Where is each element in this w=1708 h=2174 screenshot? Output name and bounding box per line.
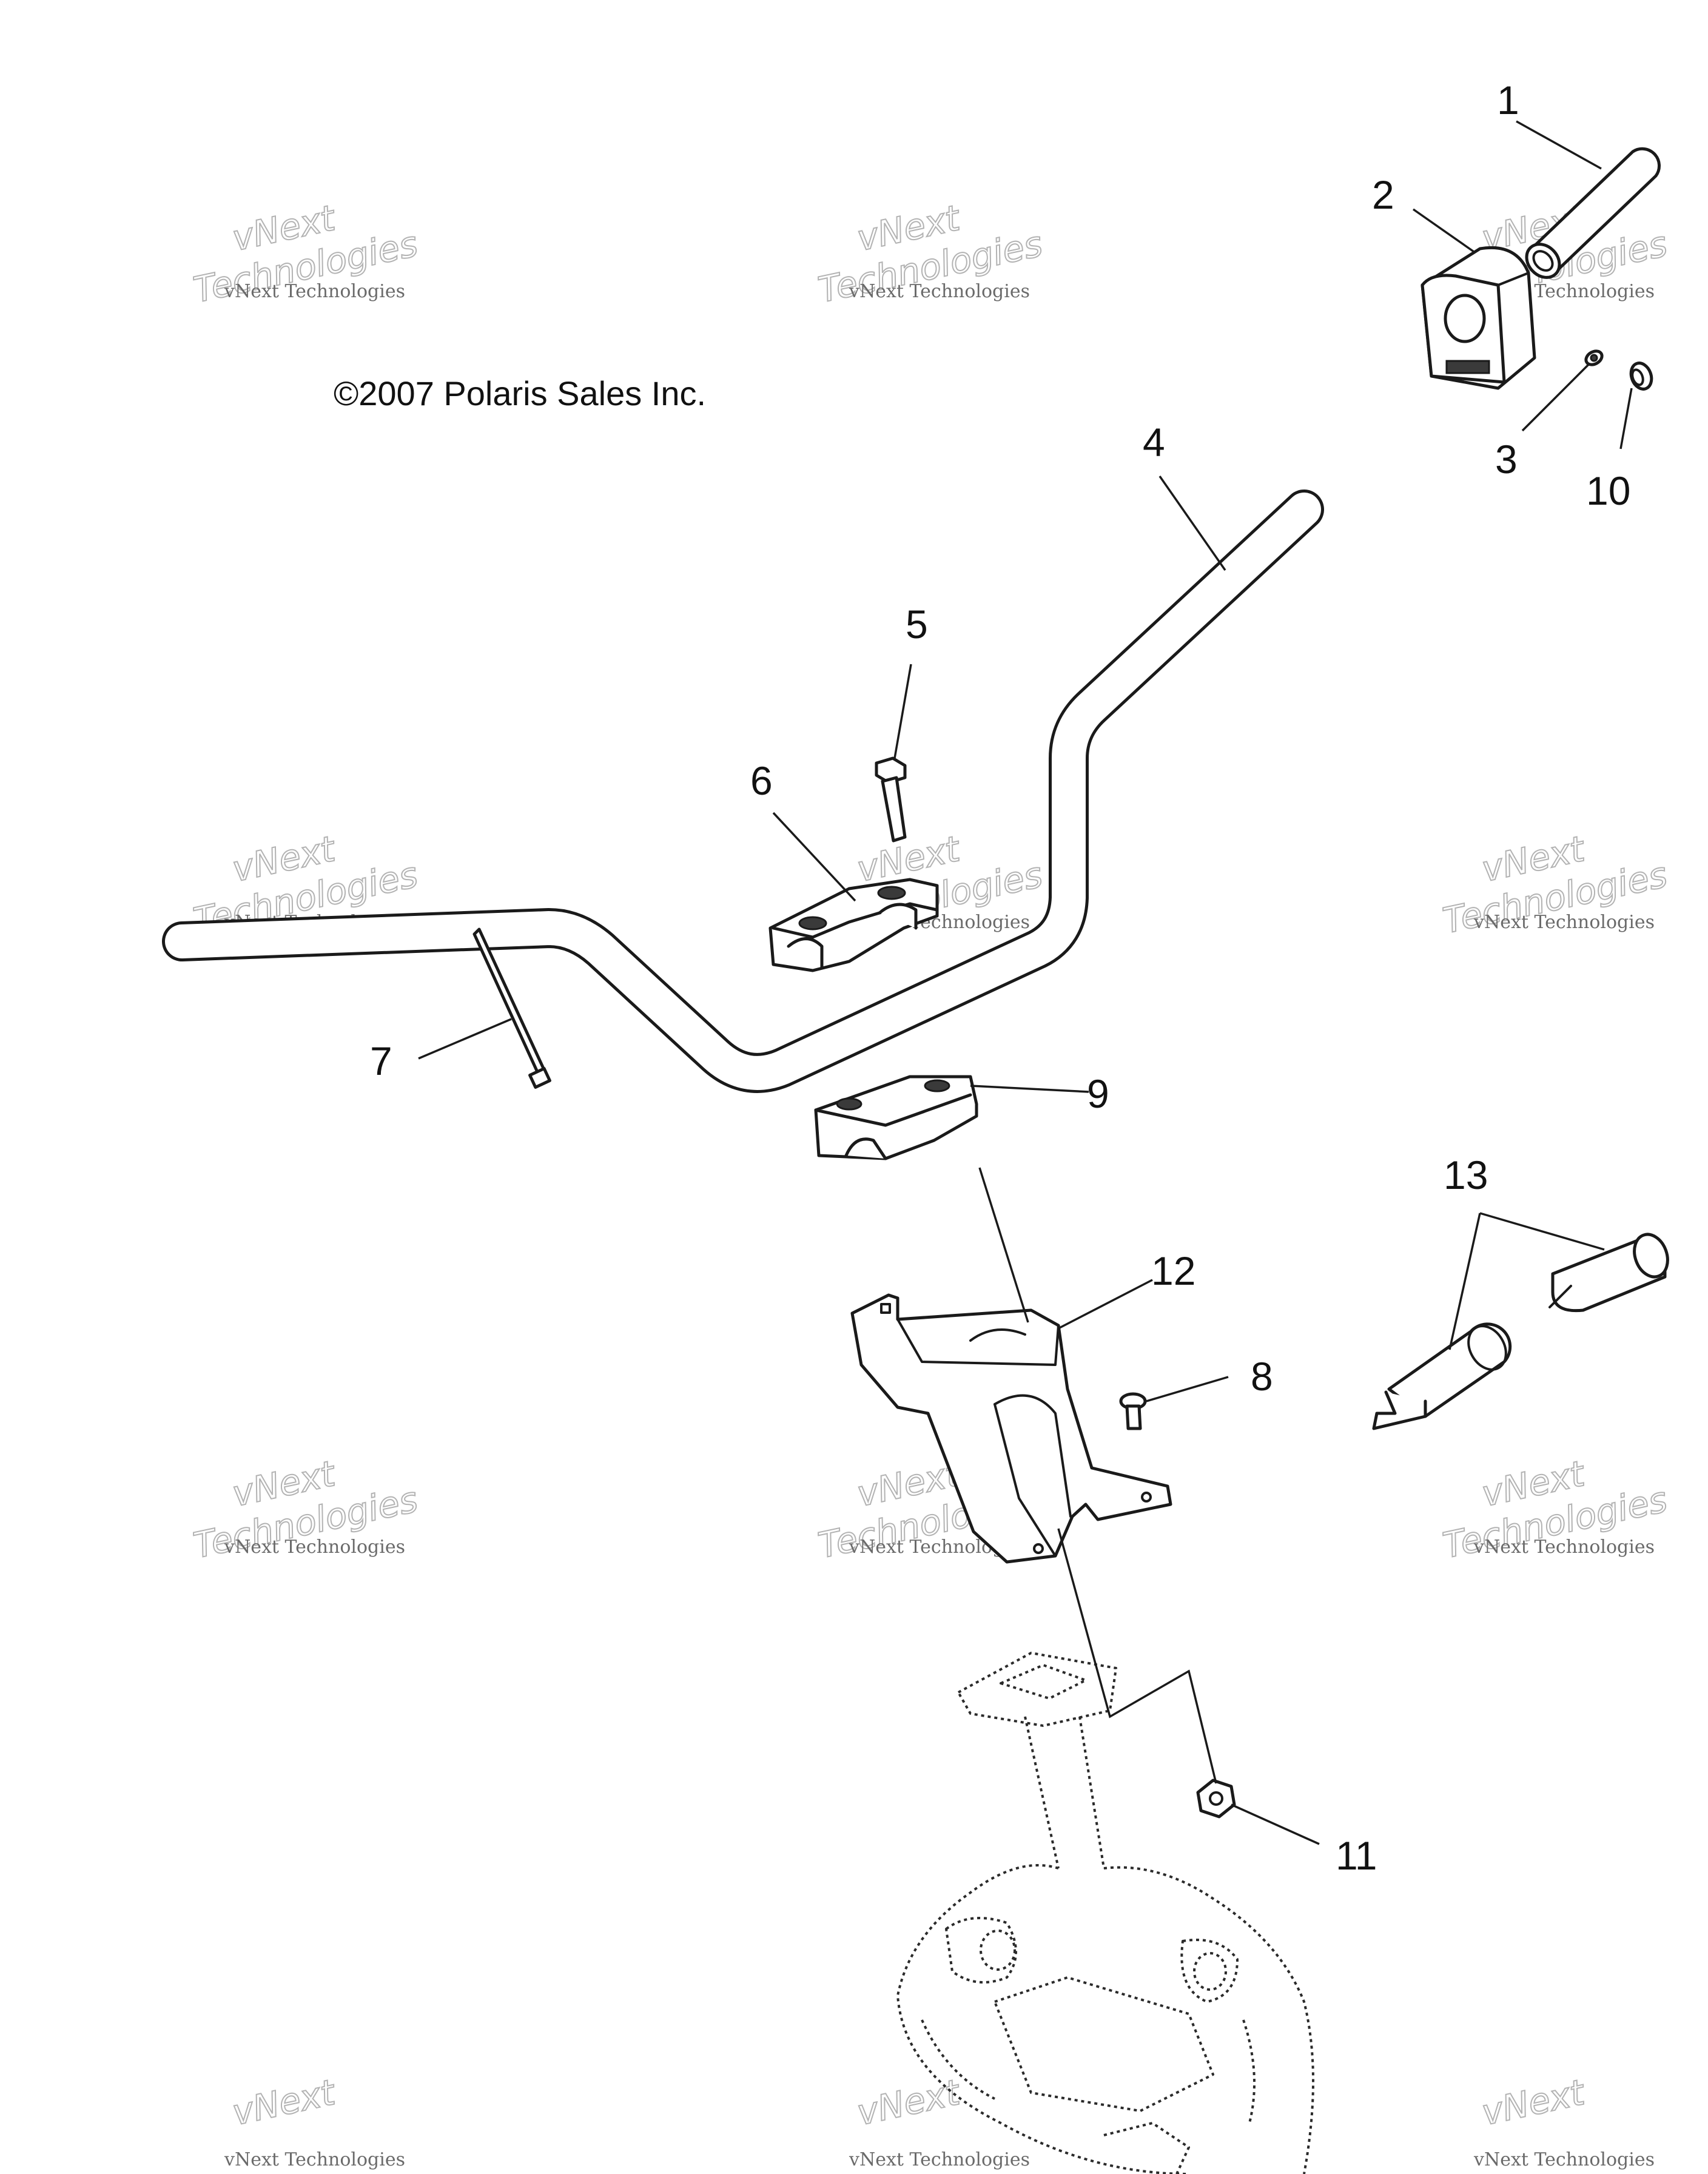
callout-11: 11 [1336, 1833, 1377, 1878]
watermark-10-label: vNext Technologies [224, 2149, 405, 2170]
callout-6: 6 [750, 758, 773, 803]
callout-2: 2 [1372, 172, 1394, 217]
svg-text:vNext: vNext [1478, 2071, 1589, 2133]
watermark-11: vNext [853, 2071, 965, 2134]
svg-text:vNext: vNext [853, 2071, 964, 2133]
watermark-12: vNext [1478, 2071, 1590, 2134]
callout-5: 5 [906, 602, 928, 647]
leader-lines [418, 120, 1633, 1845]
part-3-screw [1584, 349, 1604, 366]
part-12-bracket [850, 1293, 1172, 1564]
callout-numbers: 1 2 3 4 5 6 7 8 9 10 11 12 13 [370, 78, 1630, 1878]
watermark-1-label: vNext Technologies [224, 281, 405, 302]
watermark-7-label: vNext Technologies [224, 1536, 405, 1558]
watermark-6-label: vNext Technologies [1473, 912, 1655, 933]
callout-12: 12 [1151, 1248, 1195, 1293]
watermark-2-label: vNext Technologies [849, 281, 1030, 302]
callout-10: 10 [1586, 468, 1630, 513]
part-9-lower-clamp [814, 1075, 978, 1160]
callout-7: 7 [370, 1038, 392, 1083]
copyright-text: ©2007 Polaris Sales Inc. [334, 374, 706, 412]
watermark-12-label: vNext Technologies [1473, 2149, 1655, 2170]
part-1-grip [1525, 147, 1661, 279]
callout-3: 3 [1495, 437, 1518, 482]
part-6-upper-clamp [768, 878, 939, 972]
part-10-cap [1629, 362, 1653, 391]
steering-post-reference [896, 1652, 1314, 2174]
callout-8: 8 [1251, 1354, 1273, 1399]
part-8-bolt [1119, 1392, 1147, 1430]
part-13-switch [1372, 1233, 1669, 1430]
svg-text:vNext: vNext [229, 2071, 340, 2133]
callout-1: 1 [1497, 78, 1519, 123]
part-2-grip-housing [1421, 246, 1536, 390]
part-4-handlebar [162, 490, 1324, 1093]
watermark-11-label: vNext Technologies [849, 2149, 1030, 2170]
watermark-10: vNext [228, 2071, 340, 2134]
part-5-bolt [875, 756, 907, 843]
callout-4: 4 [1143, 420, 1165, 465]
callout-9: 9 [1087, 1071, 1109, 1116]
part-7-rod [472, 927, 551, 1089]
callout-13: 13 [1444, 1153, 1488, 1197]
part-11-nut [1196, 1779, 1236, 1819]
watermark-9-label: vNext Technologies [1473, 1536, 1655, 1558]
